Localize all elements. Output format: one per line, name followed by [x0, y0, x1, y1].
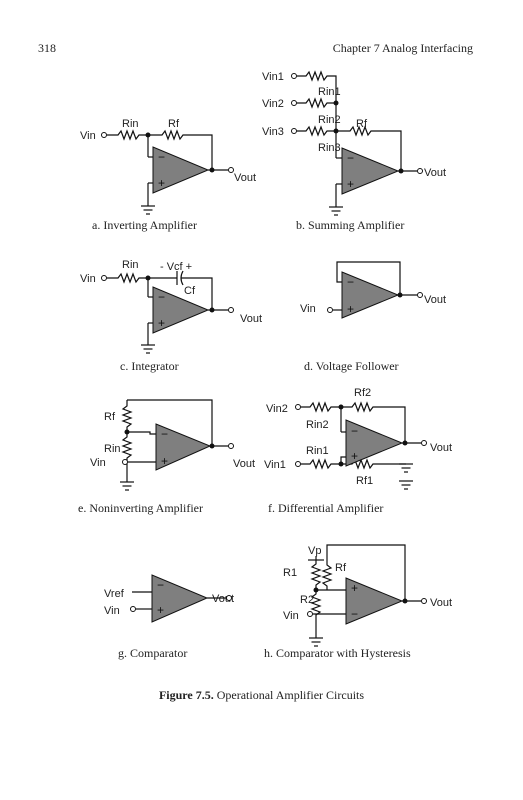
label-vin: Vin	[104, 605, 120, 617]
label-rin: Rin	[122, 259, 139, 271]
caption-a: a. Inverting Amplifier	[92, 218, 197, 232]
page-number: 318	[38, 41, 56, 55]
label-vin2: Vin2	[262, 98, 284, 110]
svg-text:−: −	[351, 424, 358, 438]
figure-title: Operational Amplifier Circuits	[216, 688, 365, 702]
label-vp: Vp	[308, 545, 321, 557]
svg-text:+: +	[158, 176, 165, 190]
label-vout: Vout	[234, 172, 256, 184]
caption-b: b. Summing Amplifier	[296, 218, 404, 232]
label-rin: Rin	[122, 118, 139, 130]
label-rin: Rin	[104, 443, 121, 455]
caption-h: h. Comparator with Hysteresis	[264, 646, 411, 660]
svg-text:−: −	[161, 427, 168, 441]
svg-text:−: −	[351, 607, 358, 621]
svg-text:−: −	[158, 150, 165, 164]
label-vin1: Vin1	[262, 71, 284, 83]
caption-g: g. Comparator	[118, 646, 187, 660]
svg-text:+: +	[157, 603, 164, 617]
circuit-integrator: Vin Rin - Vcf + Cf Vout − + c. Integrato…	[80, 259, 262, 373]
label-rf: Rf	[335, 562, 347, 574]
label-rin2: Rin2	[318, 114, 341, 126]
svg-text:+: +	[161, 454, 168, 468]
label-vout: Vout	[424, 167, 446, 179]
circuit-noninverting-amplifier: Rf Rin Vin Vout − + e. Noninverting Ampl…	[78, 399, 255, 515]
circuit-differential-amplifier: Vin2 Rf2 Rin2 Rin1 Vin1 Rf1 Vout − + f. …	[264, 387, 452, 515]
circuit-inverting-amplifier: Vin Rin Rf Vout − + a. Inverting Amplifi…	[80, 118, 256, 232]
svg-text:−: −	[347, 275, 354, 289]
label-r2: R2	[300, 594, 314, 606]
label-vin3: Vin3	[262, 126, 284, 138]
label-vout: Vout	[233, 458, 255, 470]
label-rf: Rf	[168, 118, 180, 130]
circuit-comparator-hysteresis: Vp R1 Rf R2 Vin Vout + − h. Comparator w…	[264, 544, 452, 660]
label-vout: Vout	[430, 442, 452, 454]
label-rf: Rf	[104, 411, 116, 423]
label-vref: Vref	[104, 588, 125, 600]
label-vin1: Vin1	[264, 459, 286, 471]
label-rin1: Rin1	[318, 86, 341, 98]
label-vin: Vin	[80, 130, 96, 142]
label-vout: Vout	[240, 313, 262, 325]
circuit-voltage-follower: Vin Vout − + d. Voltage Follower	[300, 261, 446, 373]
svg-text:+: +	[347, 302, 354, 316]
label-vcf: - Vcf +	[160, 261, 192, 273]
figure-caption: Figure 7.5. Operational Amplifier Circui…	[0, 688, 523, 703]
label-rin2: Rin2	[306, 419, 329, 431]
label-r1: R1	[283, 567, 297, 579]
caption-c: c. Integrator	[120, 359, 179, 373]
svg-text:−: −	[157, 578, 164, 592]
chapter-title: Chapter 7 Analog Interfacing	[332, 41, 473, 55]
figure-label: Figure 7.5.	[158, 688, 214, 702]
label-rin3: Rin3	[318, 142, 341, 154]
label-rf: Rf	[356, 118, 368, 130]
label-rf2: Rf2	[354, 387, 371, 399]
caption-f: f. Differential Amplifier	[268, 501, 383, 515]
label-cf: Cf	[184, 285, 196, 297]
circuit-summing-amplifier: Vin1 Rin1 Vin2 Rin2 Vin3 Rin3 Rf Vout − …	[262, 70, 446, 232]
caption-d: d. Voltage Follower	[304, 359, 399, 373]
label-vin: Vin	[300, 303, 316, 315]
label-vin: Vin	[80, 273, 96, 285]
label-vin: Vin	[90, 457, 106, 469]
svg-text:+: +	[351, 449, 358, 463]
svg-text:+: +	[158, 316, 165, 330]
circuit-comparator: Vref Vin Vout − + g. Comparator	[104, 574, 234, 660]
label-vout: Vout	[430, 597, 452, 609]
label-rin1: Rin1	[306, 445, 329, 457]
label-vin2: Vin2	[266, 403, 288, 415]
svg-text:−: −	[347, 151, 354, 165]
caption-e: e. Noninverting Amplifier	[78, 501, 203, 515]
label-rf1: Rf1	[356, 475, 373, 487]
label-vout: Vout	[424, 294, 446, 306]
svg-text:+: +	[351, 581, 358, 595]
label-vin: Vin	[283, 610, 299, 622]
svg-text:−: −	[158, 290, 165, 304]
svg-text:+: +	[347, 177, 354, 191]
